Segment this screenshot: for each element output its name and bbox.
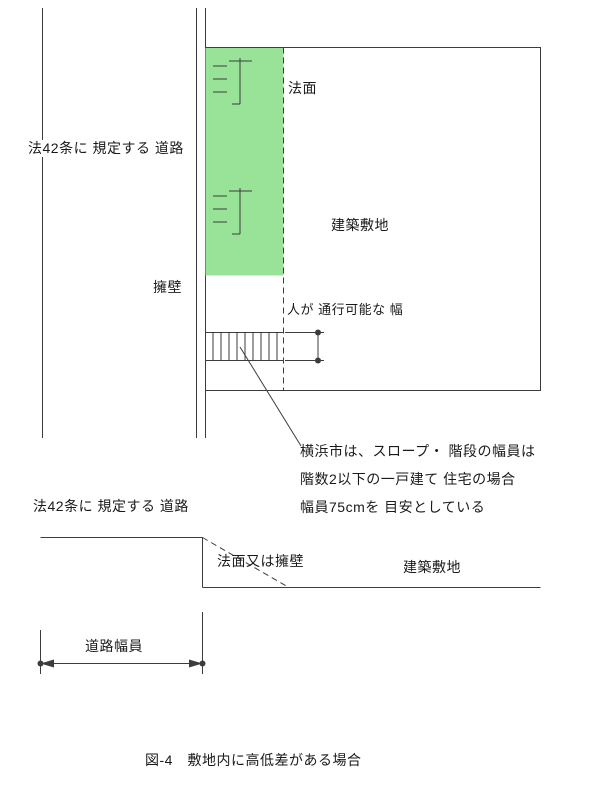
section-diagram-lines <box>37 537 541 674</box>
yokohama-note: 横浜市は、スロープ・ 階段の幅員は 階数2以下の一戸建て 住宅の場合 幅員75c… <box>300 437 536 521</box>
note-line-3: 幅員75cmを 目安としている <box>300 499 486 515</box>
steps-hatch <box>205 332 284 361</box>
plan-diagram <box>42 8 541 447</box>
section-site-label: 建築敷地 <box>403 559 461 575</box>
site-outline <box>205 47 541 391</box>
section-road-label: 法42条に 規定する 道路 <box>33 498 189 514</box>
road-width-dimension <box>37 612 206 674</box>
passable-width-label: 人が 通行可能な 幅 <box>287 302 404 317</box>
slope-label: 法面 <box>288 80 317 96</box>
slope-area <box>205 47 284 276</box>
note-line-2: 階数2以下の一戸建て 住宅の場合 <box>300 471 516 487</box>
note-leader-line <box>239 346 302 447</box>
slope-or-wall-label: 法面又は擁壁 <box>217 553 304 569</box>
retaining-wall-label: 擁壁 <box>153 279 182 295</box>
plan-road-label: 法42条に 規定する 道路 <box>26 140 186 157</box>
note-line-1: 横浜市は、スロープ・ 階段の幅員は <box>300 443 536 459</box>
slope-hatch-icon <box>213 58 252 105</box>
plan-site-label: 建築敷地 <box>331 217 389 233</box>
figure-caption: 図-4 敷地内に高低差がある場合 <box>145 752 362 768</box>
slope-dashed-line <box>202 537 290 588</box>
passable-width-dimension <box>285 329 324 364</box>
road-width-label: 道路幅員 <box>85 638 143 654</box>
